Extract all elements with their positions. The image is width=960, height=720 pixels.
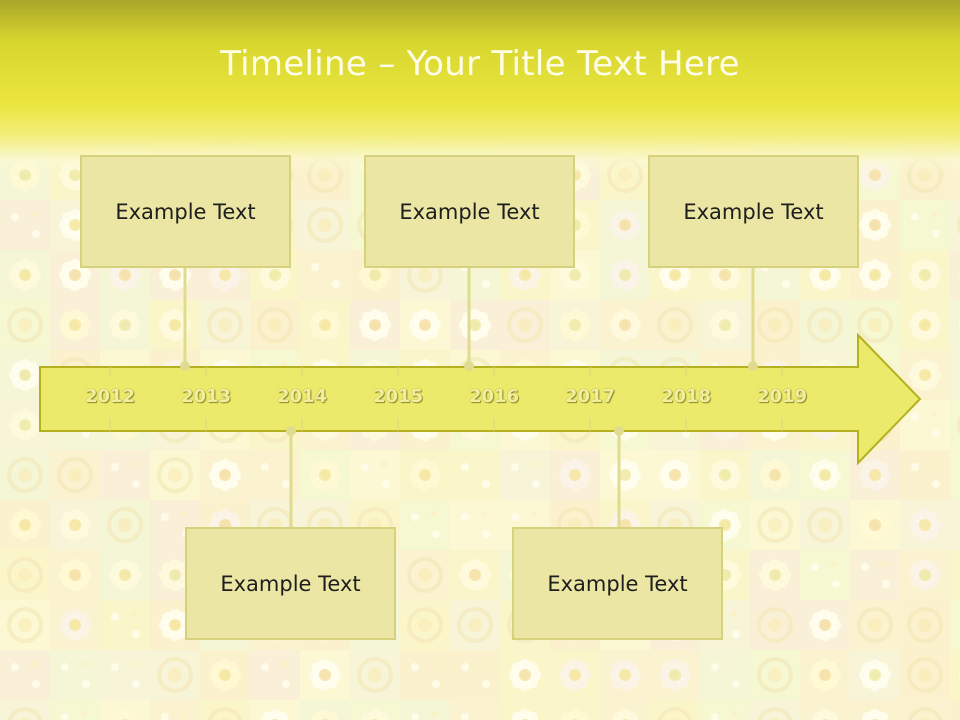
connector-dot xyxy=(614,426,624,436)
year-label-2014: 2014 xyxy=(276,386,328,407)
event-text: Example Text xyxy=(220,571,361,596)
event-text: Example Text xyxy=(547,571,688,596)
event-box-top-2[interactable]: Example Text xyxy=(364,155,575,268)
event-box-top-3[interactable]: Example Text xyxy=(648,155,859,268)
event-text: Example Text xyxy=(399,199,540,224)
title-band xyxy=(0,0,960,175)
event-box-bottom-2[interactable]: Example Text xyxy=(512,527,723,640)
slide-title[interactable]: Timeline – Your Title Text Here xyxy=(220,44,740,84)
connector-dot xyxy=(180,361,190,371)
timeline-arrow[interactable] xyxy=(39,332,922,466)
event-text: Example Text xyxy=(115,199,256,224)
event-box-bottom-1[interactable]: Example Text xyxy=(185,527,396,640)
year-label-2013: 2013 xyxy=(180,386,232,407)
year-label-2017: 2017 xyxy=(564,386,616,407)
connector-dot xyxy=(464,361,474,371)
year-label-2015: 2015 xyxy=(372,386,424,407)
year-label-2018: 2018 xyxy=(660,386,712,407)
year-label-2012: 2012 xyxy=(84,386,136,407)
year-label-2019: 2019 xyxy=(756,386,808,407)
event-box-top-1[interactable]: Example Text xyxy=(80,155,291,268)
connector-dot xyxy=(748,361,758,371)
connector-dot xyxy=(286,426,296,436)
year-ticks xyxy=(109,367,783,431)
event-text: Example Text xyxy=(683,199,824,224)
year-label-2016: 2016 xyxy=(468,386,520,407)
